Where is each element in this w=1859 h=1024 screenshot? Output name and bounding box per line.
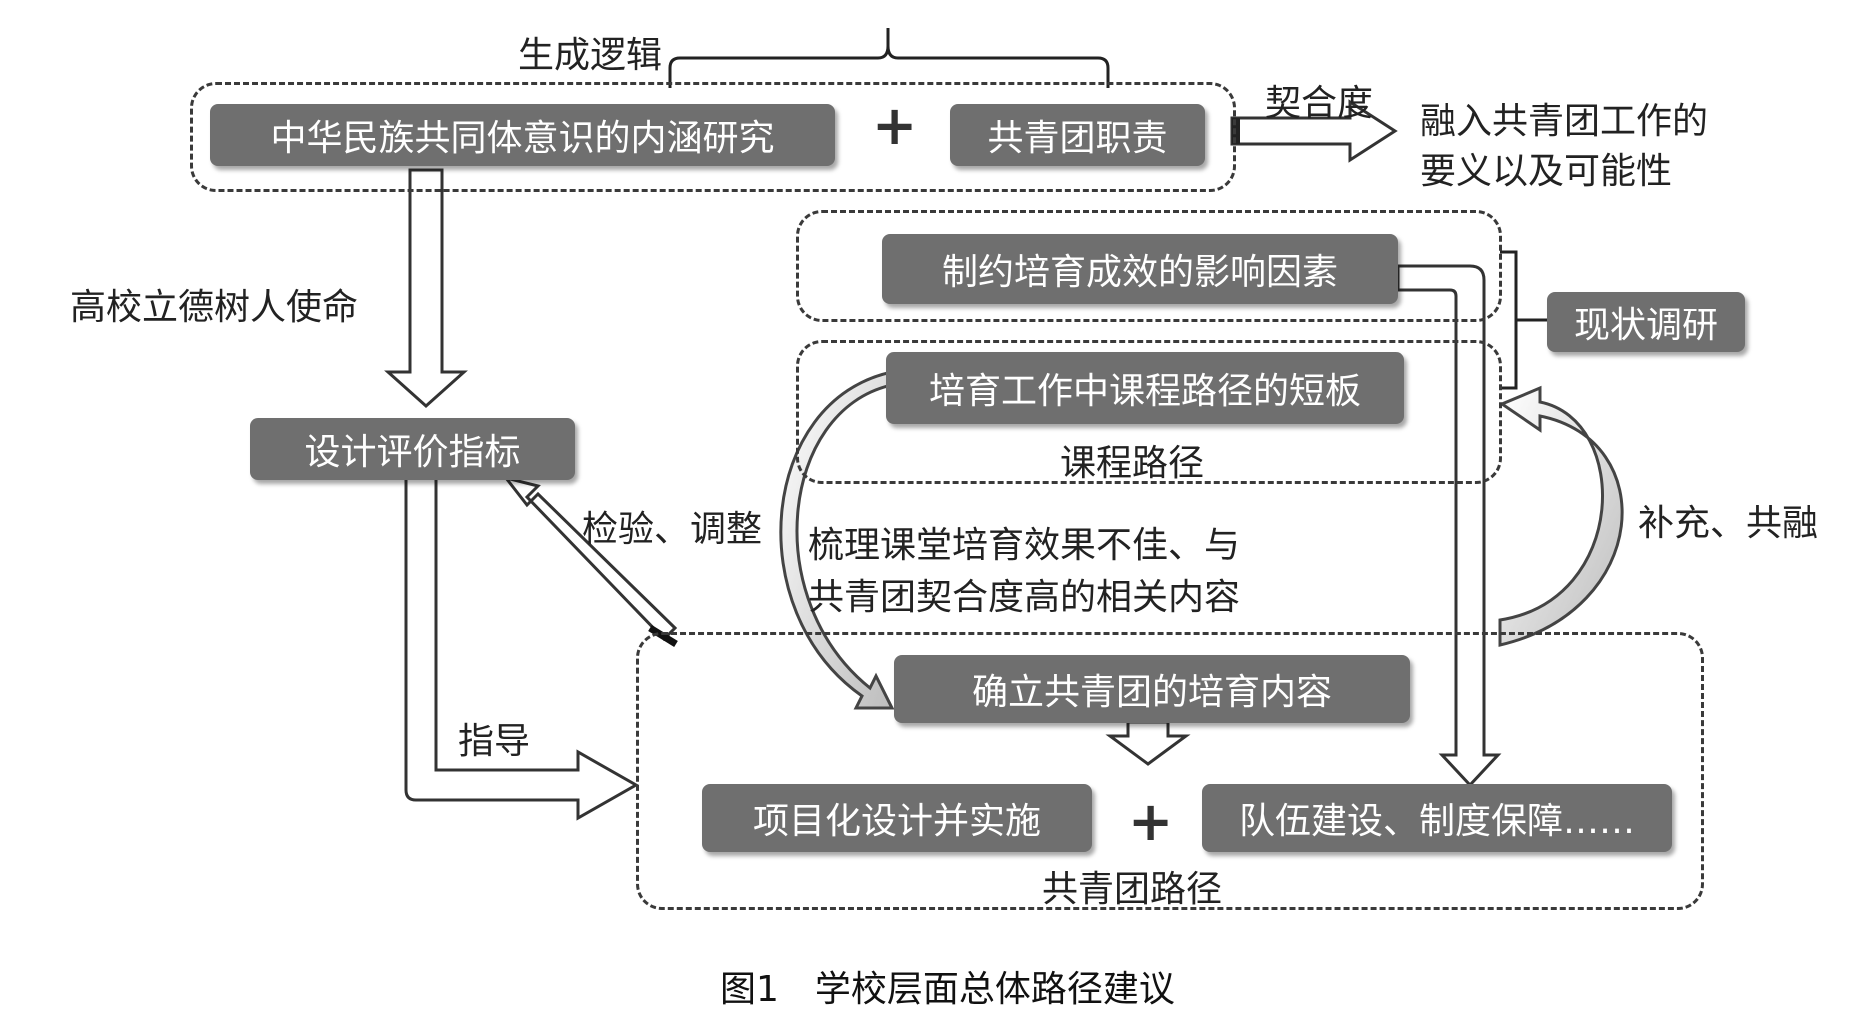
league-path-frame — [636, 632, 1704, 910]
sort-content-line1: 梳理课堂培育效果不佳、与 — [808, 525, 1241, 566]
mission-label: 高校立德树人使命 — [70, 287, 359, 328]
integration-label-line2: 要义以及可能性 — [1420, 151, 1673, 192]
constraint-factors-box: 制约培育成效的影响因素 — [882, 234, 1398, 304]
guide-arrow — [404, 472, 640, 821]
fit-degree-label: 契合度 — [1265, 83, 1374, 124]
supplement-label: 补充、共融 — [1638, 503, 1819, 544]
league-duty-box: 共青团职责 — [950, 104, 1205, 166]
figure-caption: 图1 学校层面总体路径建议 — [720, 969, 1175, 1010]
course-path-label: 课程路径 — [1060, 443, 1205, 484]
project-design-box: 项目化设计并实施 — [702, 784, 1092, 852]
mission-arrow — [384, 168, 468, 409]
guide-label: 指导 — [458, 721, 531, 762]
bottom-plus-sign: + — [1128, 790, 1174, 853]
fit-arrow — [1230, 99, 1398, 163]
generation-logic-label: 生成逻辑 — [518, 35, 663, 76]
league-path-label: 共青团路径 — [1042, 869, 1223, 910]
course-shortcoming-box: 培育工作中课程路径的短板 — [886, 352, 1404, 424]
check-adjust-label: 检验、调整 — [582, 509, 763, 550]
connotation-research-box: 中华民族共同体意识的内涵研究 — [210, 104, 835, 166]
supplement-curve-arrow — [1498, 385, 1624, 647]
status-bracket — [1500, 250, 1547, 390]
sort-content-line2: 共青团契合度高的相关内容 — [808, 577, 1241, 618]
top-brace — [668, 28, 1110, 88]
check-arrow — [502, 475, 678, 642]
top-group-frame — [190, 82, 1236, 192]
design-indicator-box: 设计评价指标 — [250, 418, 575, 480]
course-path-frame — [796, 340, 1502, 484]
top-plus-sign: + — [872, 94, 918, 157]
status-research-box: 现状调研 — [1547, 292, 1745, 352]
team-building-box: 队伍建设、制度保障…… — [1202, 784, 1672, 852]
integration-label-line1: 融入共青团工作的 — [1420, 101, 1709, 142]
constraint-group-frame — [796, 210, 1502, 322]
constraint-arrow — [1396, 264, 1502, 788]
content-arrow — [1105, 720, 1191, 766]
cultivation-content-box: 确立共青团的培育内容 — [894, 655, 1410, 723]
